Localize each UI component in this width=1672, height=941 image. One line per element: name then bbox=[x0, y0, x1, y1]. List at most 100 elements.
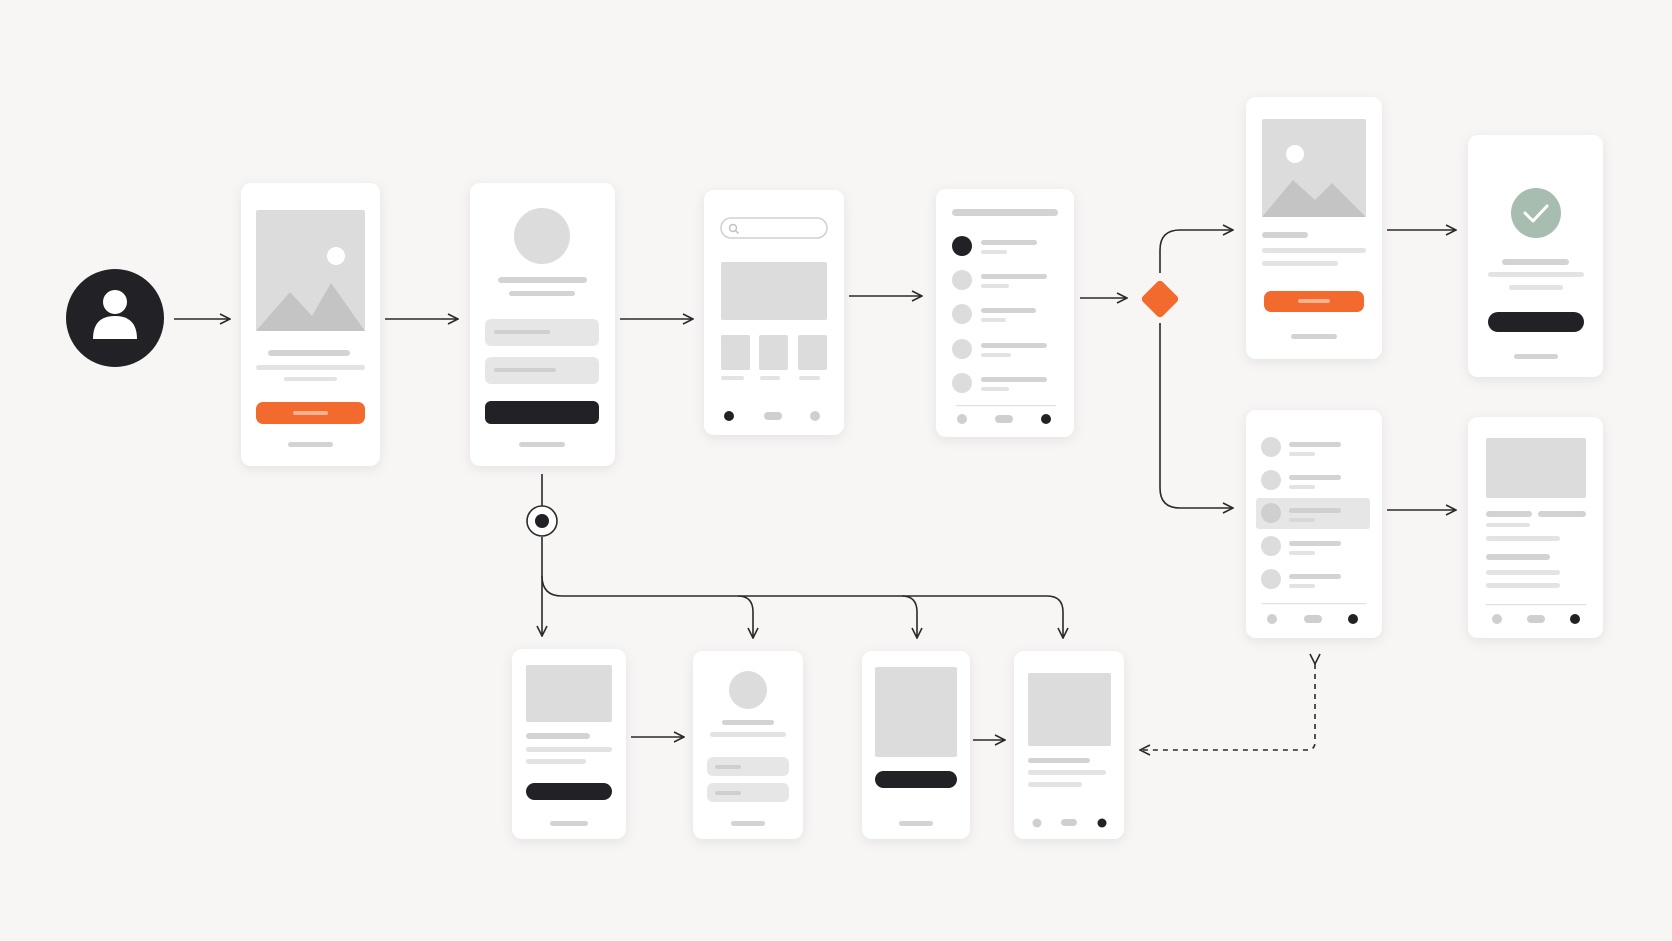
tile-placeholder[interactable] bbox=[759, 335, 788, 370]
decision-node[interactable] bbox=[1140, 279, 1180, 319]
arrow-decision-to-detail bbox=[1159, 230, 1233, 273]
sun-icon bbox=[327, 247, 345, 265]
nav-dot[interactable] bbox=[957, 414, 967, 424]
list-screen[interactable] bbox=[936, 189, 1074, 437]
primary-button[interactable] bbox=[875, 771, 957, 788]
primary-button[interactable] bbox=[526, 783, 612, 800]
bottom-nav bbox=[1267, 614, 1358, 624]
list-item[interactable] bbox=[952, 339, 1047, 359]
footer-link[interactable] bbox=[731, 821, 765, 826]
footer-link[interactable] bbox=[550, 821, 588, 826]
result-screen[interactable] bbox=[1468, 417, 1603, 638]
nav-pill[interactable] bbox=[1061, 819, 1077, 826]
sub-content-screen[interactable] bbox=[1014, 651, 1124, 839]
nav-dot-active[interactable] bbox=[1041, 414, 1051, 424]
text-line bbox=[1538, 511, 1586, 517]
banner-placeholder bbox=[721, 262, 827, 320]
nav-dot[interactable] bbox=[1492, 614, 1502, 624]
banner-placeholder bbox=[526, 665, 612, 722]
input-field[interactable] bbox=[485, 357, 599, 384]
branch-node[interactable] bbox=[526, 505, 558, 537]
footer-link[interactable] bbox=[1514, 354, 1558, 359]
connectors bbox=[174, 230, 1456, 750]
text-line bbox=[1486, 570, 1560, 575]
text-line bbox=[1486, 523, 1530, 527]
input-field[interactable] bbox=[707, 783, 789, 802]
text-line bbox=[526, 759, 586, 764]
divider bbox=[1262, 603, 1366, 605]
text-line bbox=[284, 377, 337, 381]
arrow-branch-to-sub-profile bbox=[737, 595, 753, 638]
text-line bbox=[498, 277, 587, 283]
text-line bbox=[1262, 261, 1338, 266]
mountain-icon bbox=[256, 283, 365, 331]
list-item-selected[interactable] bbox=[1256, 498, 1370, 529]
user-icon bbox=[93, 290, 137, 339]
footer-link[interactable] bbox=[519, 442, 565, 447]
nav-dot[interactable] bbox=[810, 411, 820, 421]
arrow-decision-to-selection bbox=[1159, 323, 1233, 508]
text-line bbox=[1488, 272, 1584, 277]
text-line bbox=[256, 365, 365, 370]
input-field[interactable] bbox=[707, 757, 789, 776]
text-line bbox=[722, 720, 774, 725]
nav-dot-active[interactable] bbox=[1348, 614, 1358, 624]
dashed-link-selection-to-sub-content bbox=[1140, 664, 1315, 750]
nav-dot-active[interactable] bbox=[1097, 818, 1107, 828]
arrow-branch-to-sub-media bbox=[901, 595, 917, 638]
list-item[interactable] bbox=[1261, 470, 1341, 490]
list-item[interactable] bbox=[952, 373, 1047, 393]
header-line bbox=[952, 209, 1058, 216]
text-line bbox=[1262, 232, 1308, 238]
divider bbox=[956, 405, 1056, 407]
primary-button[interactable] bbox=[485, 401, 599, 424]
nav-pill[interactable] bbox=[764, 412, 782, 420]
sun-icon bbox=[1286, 145, 1304, 163]
nav-dot[interactable] bbox=[1032, 818, 1042, 828]
list-item[interactable] bbox=[952, 270, 1047, 290]
nav-pill[interactable] bbox=[995, 415, 1013, 423]
list-item[interactable] bbox=[952, 304, 1036, 324]
sub-profile-screen[interactable] bbox=[693, 651, 803, 839]
footer-link[interactable] bbox=[899, 821, 933, 826]
nav-dot-active[interactable] bbox=[724, 411, 734, 421]
image-placeholder bbox=[1028, 673, 1111, 746]
footer-link[interactable] bbox=[1291, 334, 1337, 339]
input-field[interactable] bbox=[485, 319, 599, 346]
text-line bbox=[268, 350, 350, 356]
primary-button[interactable] bbox=[256, 402, 365, 424]
bottom-nav bbox=[724, 411, 820, 421]
sub-card-screen[interactable] bbox=[512, 649, 626, 839]
text-line bbox=[509, 291, 575, 296]
text-line bbox=[1486, 583, 1560, 588]
tile-placeholder[interactable] bbox=[721, 335, 750, 370]
text-line bbox=[1028, 782, 1082, 787]
nav-dot-active[interactable] bbox=[1570, 614, 1580, 624]
footer-link[interactable] bbox=[288, 442, 333, 447]
sub-media-screen[interactable] bbox=[862, 651, 970, 839]
bottom-nav bbox=[1032, 818, 1107, 828]
nav-pill[interactable] bbox=[1304, 615, 1322, 623]
tile-placeholder[interactable] bbox=[798, 335, 827, 370]
list-item[interactable] bbox=[1261, 437, 1341, 457]
list-item[interactable] bbox=[952, 236, 1037, 256]
onboarding-screen[interactable] bbox=[241, 183, 380, 466]
success-screen[interactable] bbox=[1468, 135, 1603, 377]
text-line bbox=[1486, 511, 1532, 517]
list-item[interactable] bbox=[1261, 569, 1341, 589]
avatar-placeholder bbox=[514, 208, 570, 264]
start-node[interactable] bbox=[66, 269, 164, 367]
nav-pill[interactable] bbox=[1527, 615, 1545, 623]
search-bar[interactable] bbox=[720, 217, 828, 239]
nav-dot[interactable] bbox=[1267, 614, 1277, 624]
image-placeholder bbox=[875, 667, 957, 757]
detail-screen[interactable] bbox=[1246, 97, 1382, 359]
list-item[interactable] bbox=[1261, 536, 1341, 556]
selection-list-screen[interactable] bbox=[1246, 410, 1382, 638]
primary-button[interactable] bbox=[1488, 312, 1584, 332]
login-screen[interactable] bbox=[470, 183, 615, 466]
text-line bbox=[721, 376, 744, 380]
search-screen[interactable] bbox=[704, 190, 844, 435]
primary-button[interactable] bbox=[1264, 291, 1364, 312]
